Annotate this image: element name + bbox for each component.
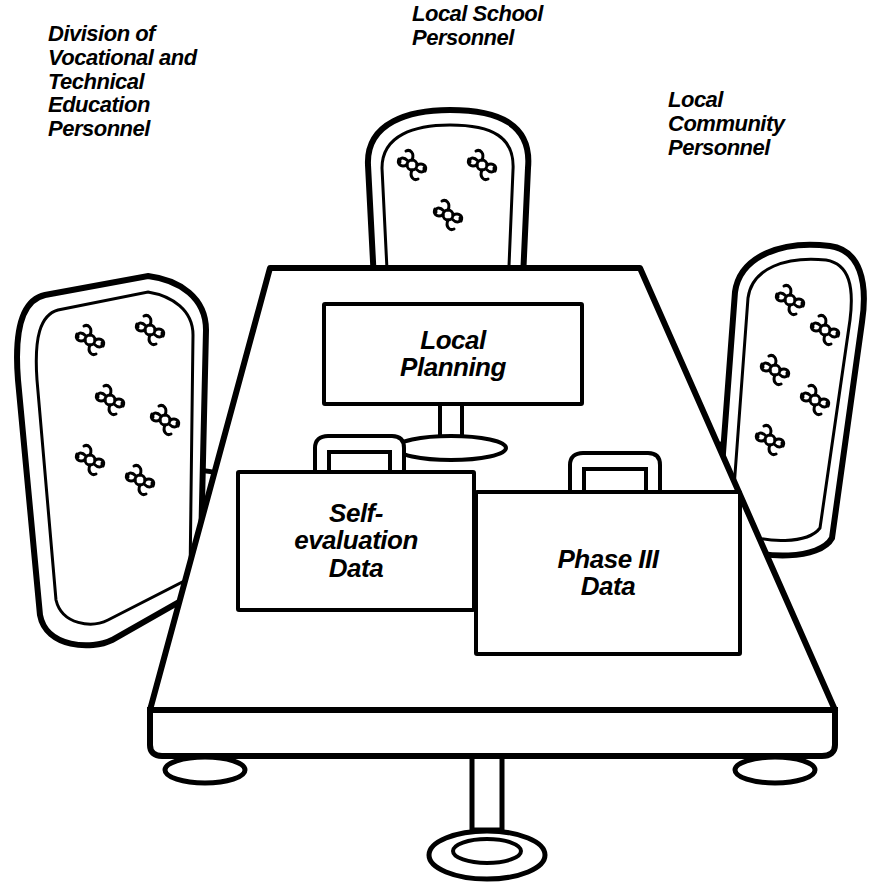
briefcase: Self-evaluation Data [236, 470, 476, 612]
role-label: Local Community Personnel [668, 88, 826, 159]
role-label: Division of Vocational and Technical Edu… [48, 22, 223, 141]
role-label: Local School Personnel [412, 2, 544, 50]
node-text: Self-evaluation Data [276, 500, 436, 582]
table [150, 268, 835, 879]
node-text: Local Planning [373, 327, 533, 382]
node-text: Phase III Data [533, 546, 683, 601]
planning-sign: Local Planning [322, 302, 584, 406]
briefcase: Phase III Data [474, 490, 742, 656]
